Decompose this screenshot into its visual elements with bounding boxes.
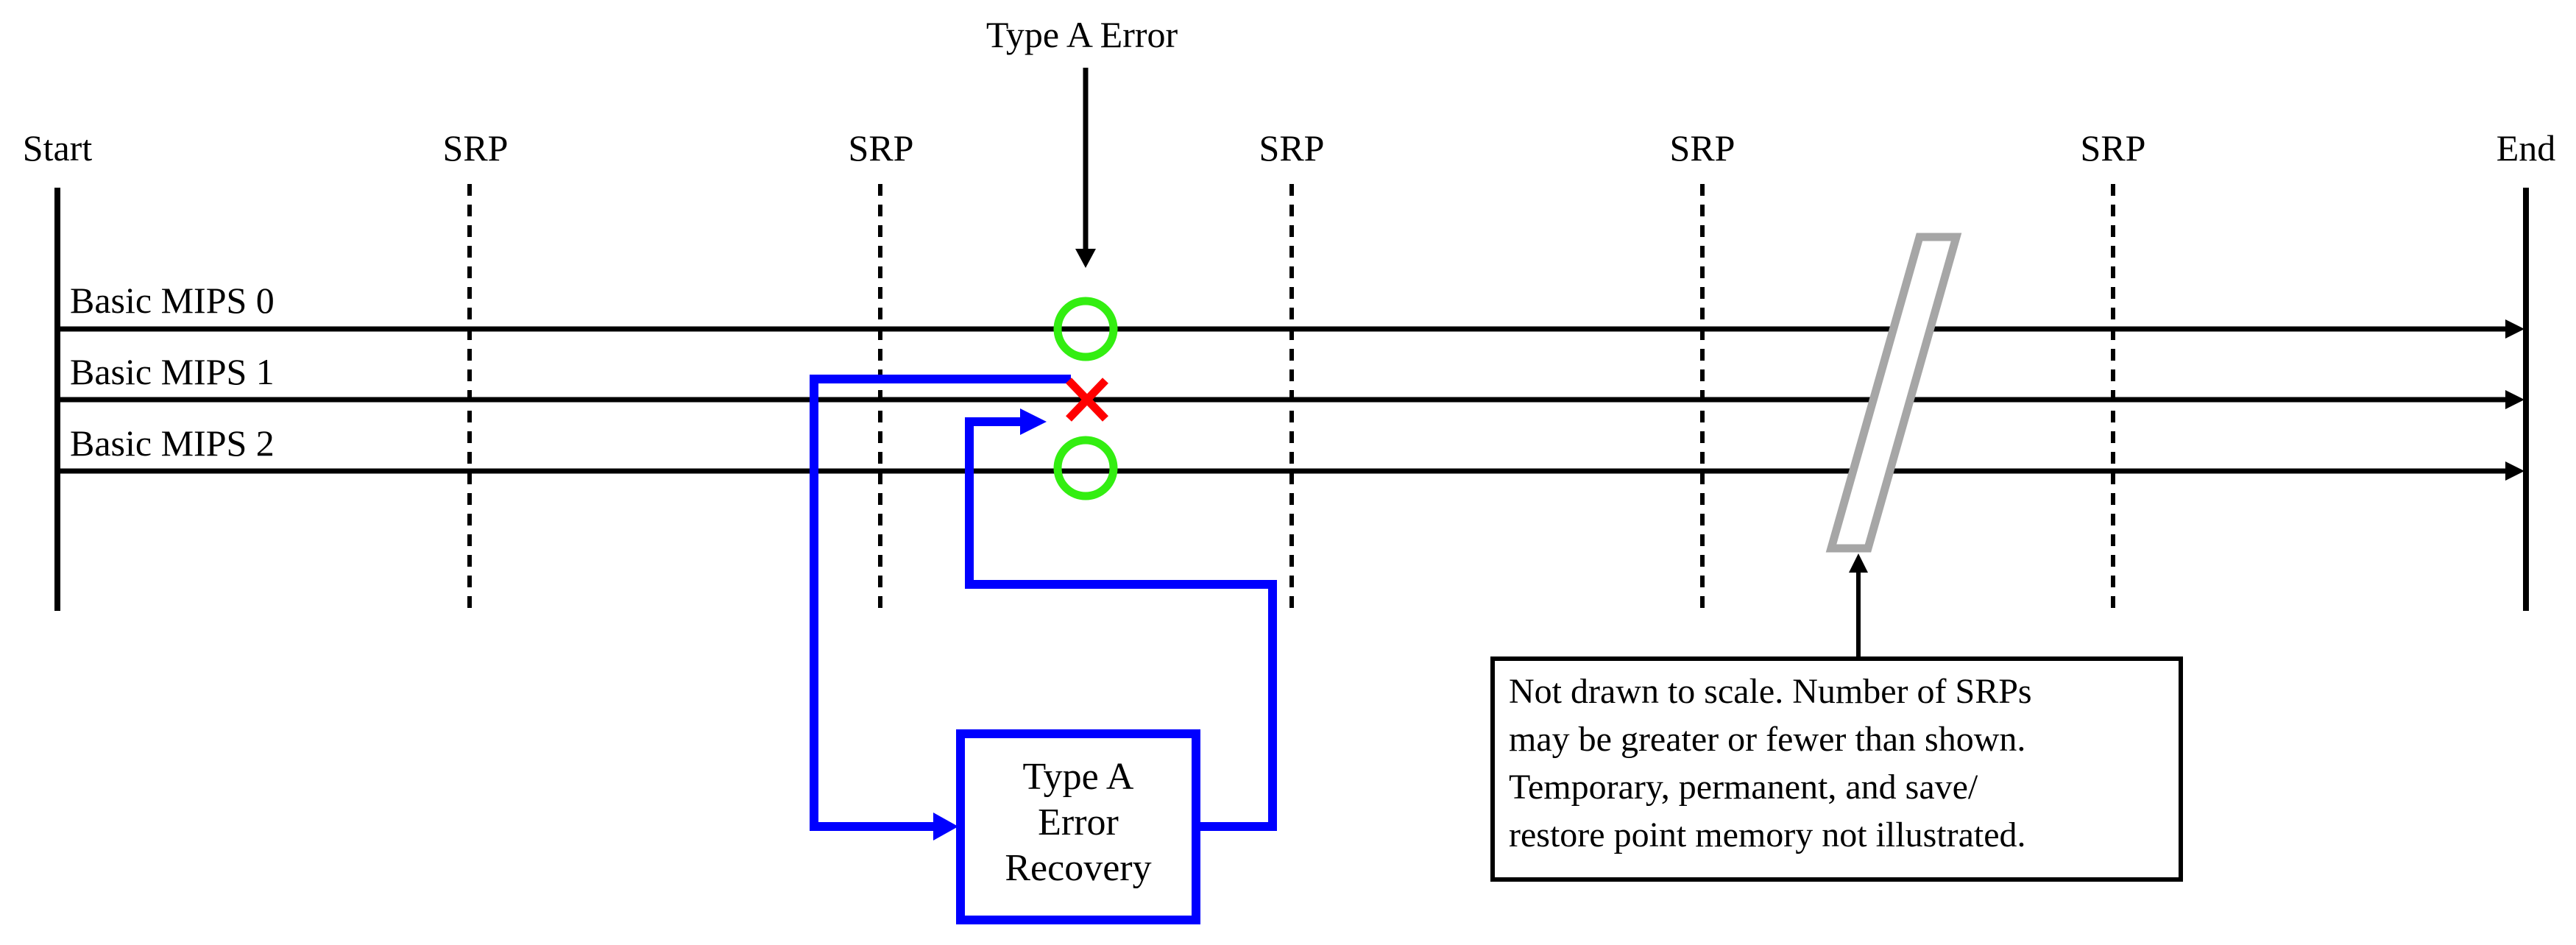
note-line-3: Temporary, permanent, and save/ [1509, 768, 1978, 807]
srp-label-4: SRP [1670, 127, 1735, 169]
break-symbol [1825, 233, 1962, 553]
type-a-error-label: Type A Error [986, 14, 1178, 55]
srp-label-5: SRP [2081, 127, 2146, 169]
timeline-mips-0-arrowhead [2505, 319, 2524, 339]
recovery-path-out-arrowhead [933, 813, 958, 840]
end-label: End [2497, 127, 2556, 169]
note-line-4: restore point memory not illustrated. [1509, 815, 2026, 854]
recovery-path-out [810, 375, 1071, 831]
note-pointer-arrowhead [1849, 553, 1868, 573]
srp-label-2: SRP [849, 127, 914, 169]
error-indicator-arrowhead [1075, 249, 1096, 268]
recovery-box-line-2: Error [1038, 801, 1119, 843]
note-box [1490, 656, 2183, 882]
note-line-1: Not drawn to scale. Number of SRPs [1509, 672, 2032, 711]
note-line-2: may be greater or fewer than shown. [1509, 720, 2025, 759]
timeline-label-mips-2: Basic MIPS 2 [70, 422, 275, 464]
error-marker-mips-1 [1066, 378, 1108, 422]
timeline-mips-2-arrowhead [2505, 461, 2524, 481]
recovery-path-back [965, 417, 1277, 831]
start-label: Start [23, 127, 93, 169]
timeline-mips-1-arrowhead [2505, 390, 2524, 409]
recovery-path-back-arrowhead [1020, 408, 1047, 435]
ok-marker-mips-0 [1053, 297, 1118, 361]
ok-marker-mips-2 [1053, 436, 1118, 500]
recovery-box [956, 729, 1200, 924]
timeline-label-mips-0: Basic MIPS 0 [70, 280, 275, 321]
srp-label-3: SRP [1259, 127, 1325, 169]
timeline-label-mips-1: Basic MIPS 1 [70, 351, 275, 392]
recovery-box-line-1: Type A [1023, 756, 1134, 798]
srp-label-1: SRP [443, 127, 509, 169]
recovery-box-line-3: Recovery [1005, 847, 1151, 889]
